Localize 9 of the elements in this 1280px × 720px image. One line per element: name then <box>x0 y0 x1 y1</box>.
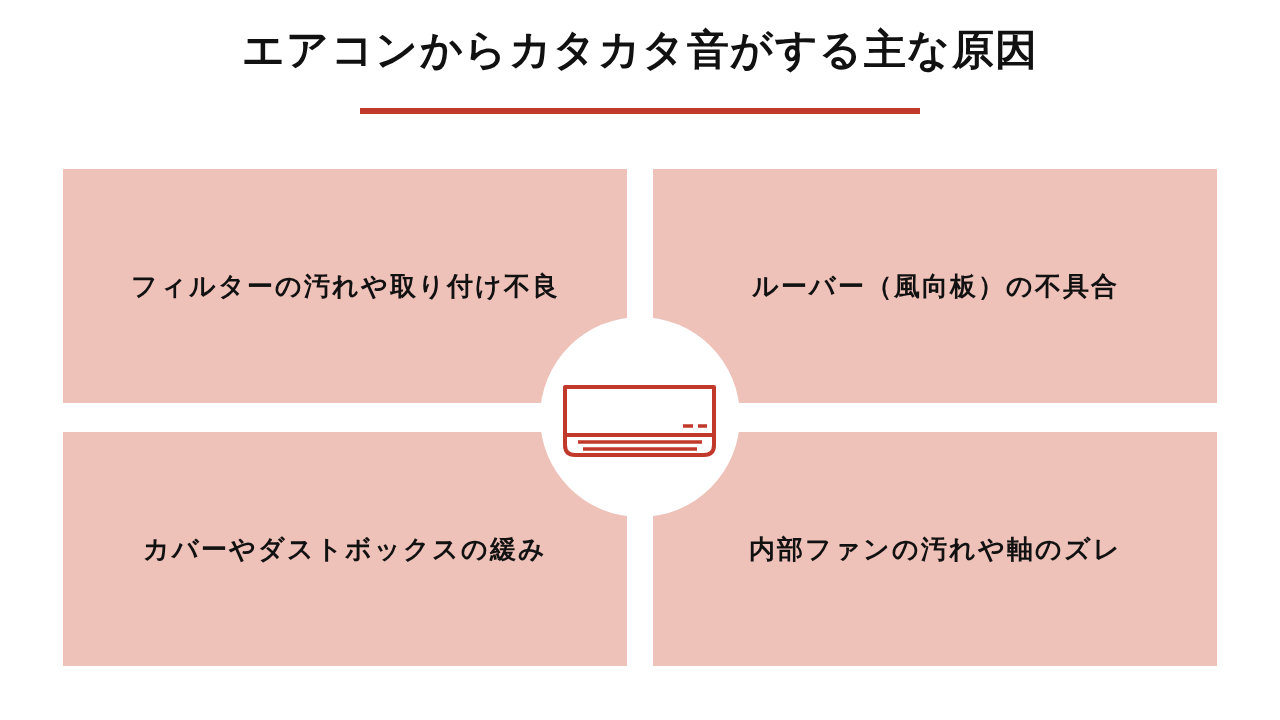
cause-label: カバーやダストボックスの緩み <box>143 533 547 566</box>
cause-box <box>63 169 627 403</box>
cause-label: 内部ファンの汚れや軸のズレ <box>748 533 1122 566</box>
cause-box <box>653 169 1217 403</box>
cause-label: フィルターの汚れや取り付け不良 <box>130 270 560 303</box>
title: エアコンからカタカタ音がする主な原因 <box>240 24 1040 76</box>
cause-box <box>653 432 1217 666</box>
cause-box <box>63 432 627 666</box>
cause-label: ルーバー（風向板）の不具合 <box>751 270 1119 303</box>
